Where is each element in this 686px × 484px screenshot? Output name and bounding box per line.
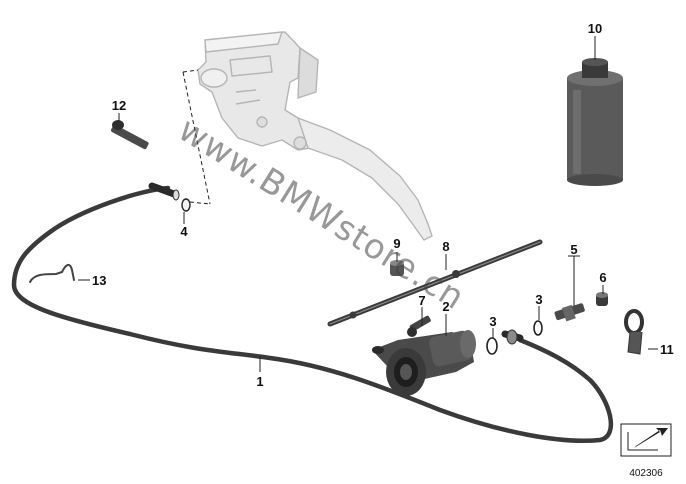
callout-11: 11 [660,342,674,357]
callout-2: 2 [442,299,449,314]
callout-12: 12 [112,98,126,113]
clutch-master-cylinder-ghost [197,31,433,241]
part-4-washer [181,198,191,212]
part-12-bolt [110,120,149,150]
part-5-bleed-valve [554,303,585,322]
orientation-arrow-icon [620,423,672,457]
callout-8: 8 [442,239,449,254]
callout-10: 10 [588,21,602,36]
assembly-guide-lines [182,69,211,205]
part-2-slave-cylinder [372,330,476,396]
callout-5: 5 [570,242,577,257]
part-13-bleed-line [29,264,75,283]
callout-6: 6 [599,270,606,285]
callout-7: 7 [418,293,425,308]
callout-4: 4 [180,224,188,239]
part-9-ring [390,260,404,276]
leader-lines [78,36,658,372]
part-3-o-ring-left [486,337,498,355]
part-11-clamp [624,309,644,355]
callout-3-left: 3 [489,314,496,329]
callout-labels: 12 4 10 9 8 5 6 13 7 2 3 3 11 1 [92,21,674,389]
part-8-push-rod [327,239,543,327]
part-1-clutch-hose [11,182,614,443]
callout-1: 1 [256,374,263,389]
callout-13: 13 [92,273,106,288]
part-7-screw [407,315,431,337]
part-6-cap [596,292,608,306]
callout-3-right: 3 [535,292,542,307]
diagram-number: 402306 [629,468,663,479]
callout-9: 9 [393,236,400,251]
part-3-o-ring-right [533,320,543,336]
part-10-fluid-bottle [567,58,623,186]
